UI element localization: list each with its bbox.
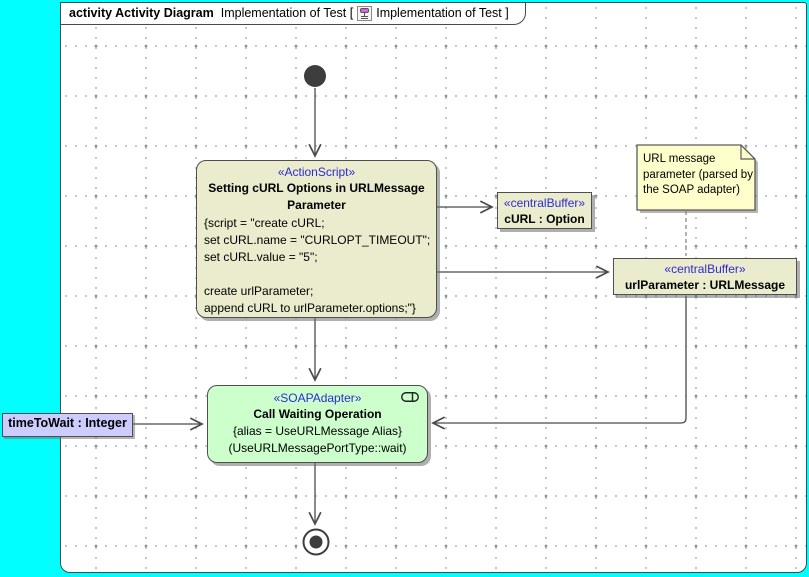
timetowait-pin-label[interactable]: timeToWait : Integer: [2, 413, 133, 437]
frame-title-tab[interactable]: activity Activity Diagram Implementation…: [60, 2, 526, 25]
frame-title-text: Implementation of Test [: [220, 6, 354, 20]
urlparameter-buffer-node[interactable]: «centralBuffer» urlParameter : URLMessag…: [613, 258, 797, 295]
activity-diagram-icon: [357, 5, 373, 21]
curl-buffer-stereotype: «centralBuffer»: [503, 196, 586, 210]
initial-node[interactable]: [304, 65, 326, 87]
frame-title-kind: activity Activity Diagram: [69, 6, 214, 20]
soapadapter-alias: {alias = UseURLMessage Alias}: [232, 424, 403, 438]
final-node-inner: [309, 535, 323, 549]
note-shape[interactable]: [636, 144, 756, 211]
structured-node-pill-icon: [401, 392, 419, 402]
urlparameter-buffer-name: urlParameter : URLMessage: [624, 278, 786, 292]
urlparameter-buffer-stereotype: «centralBuffer»: [664, 262, 746, 276]
soapadapter-node[interactable]: «SOAPAdapter» Call Waiting Operation {al…: [207, 385, 428, 463]
curl-buffer-name: cURL : Option: [504, 212, 585, 226]
actionscript-name: Setting cURL Options in URLMessage Param…: [208, 181, 425, 212]
note-text[interactable]: URL message parameter (parsed by the SOA…: [643, 153, 753, 196]
actionscript-stereotype: «ActionScript»: [277, 165, 356, 179]
edge-urlparameter-to-soapadapter[interactable]: [431, 296, 687, 430]
actionscript-node[interactable]: «ActionScript» Setting cURL Options in U…: [196, 160, 437, 318]
soapadapter-name: Call Waiting Operation: [253, 407, 382, 421]
actionscript-script-body: {script = "create cURL; set cURL.name = …: [204, 216, 431, 315]
curl-buffer-node[interactable]: «centralBuffer» cURL : Option: [497, 192, 592, 229]
note-fold-corner: [740, 145, 755, 160]
frame-title-ref: Implementation of Test ]: [376, 6, 509, 20]
soapadapter-porttype: (UseURLMessagePortType::wait): [228, 441, 407, 455]
soapadapter-stereotype: «SOAPAdapter»: [273, 391, 362, 405]
